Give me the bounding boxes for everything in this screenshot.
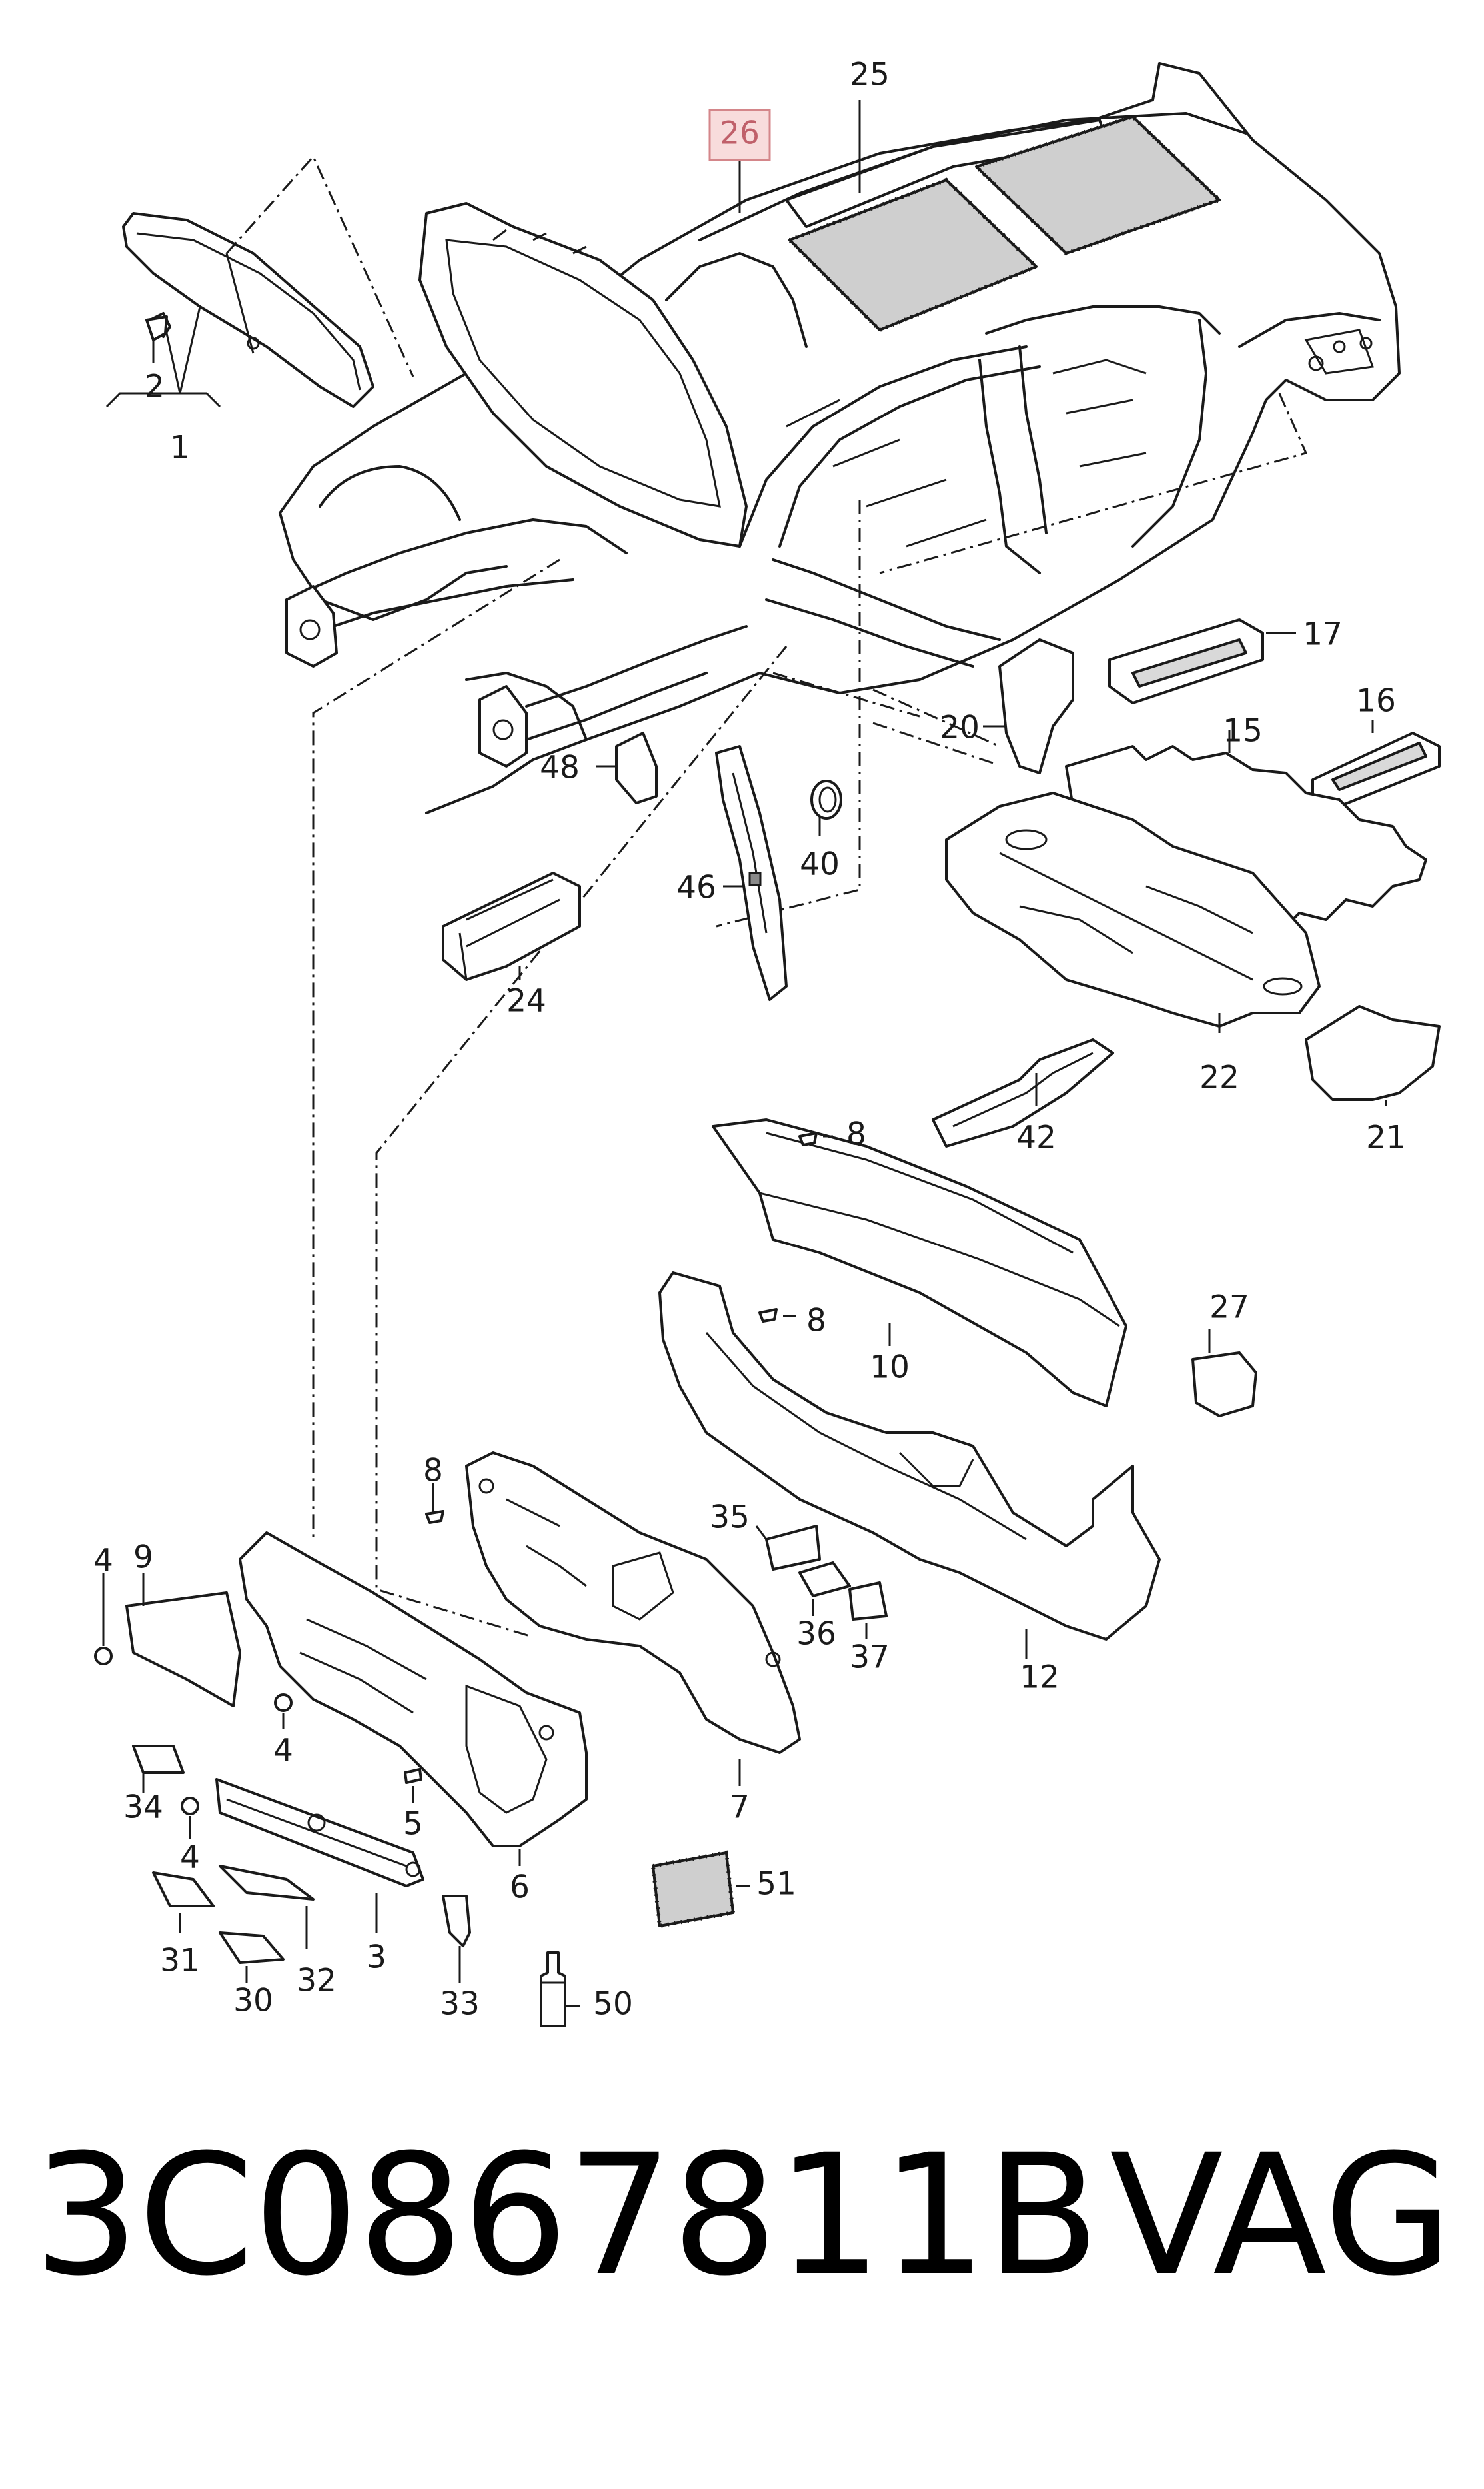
part-27 bbox=[1191, 1351, 1257, 1417]
fasteners bbox=[94, 315, 818, 1815]
callout-31[interactable]: 31 bbox=[160, 1943, 200, 1979]
part-22 bbox=[945, 792, 1321, 1028]
callout-8b[interactable]: 8 bbox=[806, 1303, 826, 1339]
part-7 bbox=[465, 1451, 801, 1754]
part-40 bbox=[810, 780, 842, 820]
part-31 bbox=[152, 1871, 215, 1907]
callout-32[interactable]: 32 bbox=[297, 1963, 337, 1999]
part-20 bbox=[998, 638, 1074, 774]
callout-51[interactable]: 51 bbox=[756, 1866, 796, 1903]
callout-8c[interactable]: 8 bbox=[423, 1453, 443, 1489]
callout-26[interactable]: 26 bbox=[720, 115, 760, 152]
part-24 bbox=[442, 872, 581, 981]
callout-50[interactable]: 50 bbox=[593, 1986, 633, 2023]
callout-24[interactable]: 24 bbox=[506, 983, 546, 1020]
callout-27[interactable]: 27 bbox=[1209, 1289, 1249, 1326]
part-10 bbox=[712, 1118, 1127, 1407]
part-21 bbox=[1305, 1005, 1441, 1101]
highlight-box-26 bbox=[708, 109, 771, 161]
callout-17[interactable]: 17 bbox=[1303, 616, 1343, 653]
callout-37[interactable]: 37 bbox=[850, 1639, 890, 1676]
part-32 bbox=[219, 1865, 315, 1901]
callout-9[interactable]: 9 bbox=[133, 1539, 153, 1576]
part-6 bbox=[239, 1531, 588, 1847]
brand-label: VAG bbox=[1110, 2118, 1453, 2312]
callout-22[interactable]: 22 bbox=[1199, 1060, 1239, 1096]
callout-46[interactable]: 46 bbox=[676, 870, 716, 906]
part-36 bbox=[798, 1561, 851, 1597]
callout-21[interactable]: 21 bbox=[1366, 1120, 1406, 1156]
part-16 bbox=[1311, 732, 1441, 808]
callout-5[interactable]: 5 bbox=[403, 1806, 423, 1843]
callout-4a[interactable]: 4 bbox=[93, 1543, 113, 1579]
callout-34[interactable]: 34 bbox=[123, 1789, 163, 1826]
callout-30[interactable]: 30 bbox=[233, 1983, 273, 2019]
footer: 3C0867811B VAG bbox=[0, 2129, 1484, 2302]
part-33 bbox=[442, 1895, 471, 1947]
callout-6[interactable]: 6 bbox=[510, 1869, 530, 1906]
callout-12[interactable]: 12 bbox=[1020, 1659, 1060, 1696]
part-35 bbox=[765, 1525, 821, 1571]
part-50 bbox=[540, 1951, 566, 2027]
part-46 bbox=[715, 745, 788, 1001]
part-9 bbox=[125, 1591, 241, 1707]
part-30 bbox=[219, 1931, 285, 1964]
callout-1[interactable]: 1 bbox=[170, 430, 190, 466]
callout-25[interactable]: 25 bbox=[850, 57, 890, 93]
car-body-outline bbox=[279, 62, 1401, 814]
callout-42[interactable]: 42 bbox=[1016, 1120, 1056, 1156]
part-51 bbox=[650, 1850, 736, 1929]
leader-lines bbox=[102, 100, 1387, 2007]
callout-48[interactable]: 48 bbox=[540, 750, 580, 786]
part-42 bbox=[932, 1038, 1114, 1148]
callout-15[interactable]: 15 bbox=[1223, 713, 1263, 750]
part-34 bbox=[132, 1745, 185, 1774]
callout-33[interactable]: 33 bbox=[440, 1986, 480, 2023]
part-17 bbox=[1108, 618, 1264, 704]
callout-10[interactable]: 10 bbox=[870, 1349, 910, 1386]
callout-35[interactable]: 35 bbox=[710, 1499, 750, 1536]
part-3 bbox=[215, 1778, 424, 1887]
callout-labels: 1 2 3 4 4 4 5 6 7 8 8 8 9 10 12 15 16 17… bbox=[93, 57, 1406, 2023]
part-number: 3C0867811B bbox=[33, 2118, 1100, 2312]
callout-16[interactable]: 16 bbox=[1356, 683, 1396, 720]
callout-2[interactable]: 2 bbox=[145, 369, 165, 405]
callout-3[interactable]: 3 bbox=[367, 1939, 386, 1976]
part-12 bbox=[658, 1271, 1161, 1641]
roof-pads bbox=[785, 114, 1223, 333]
callout-4c[interactable]: 4 bbox=[180, 1839, 200, 1876]
callout-40[interactable]: 40 bbox=[800, 846, 840, 883]
part-37 bbox=[848, 1581, 888, 1621]
callout-8a[interactable]: 8 bbox=[846, 1116, 866, 1153]
callout-20[interactable]: 20 bbox=[940, 710, 980, 746]
callout-36[interactable]: 36 bbox=[796, 1616, 836, 1653]
callout-4b[interactable]: 4 bbox=[273, 1733, 293, 1769]
callout-7[interactable]: 7 bbox=[730, 1789, 750, 1826]
part-48 bbox=[615, 732, 658, 804]
